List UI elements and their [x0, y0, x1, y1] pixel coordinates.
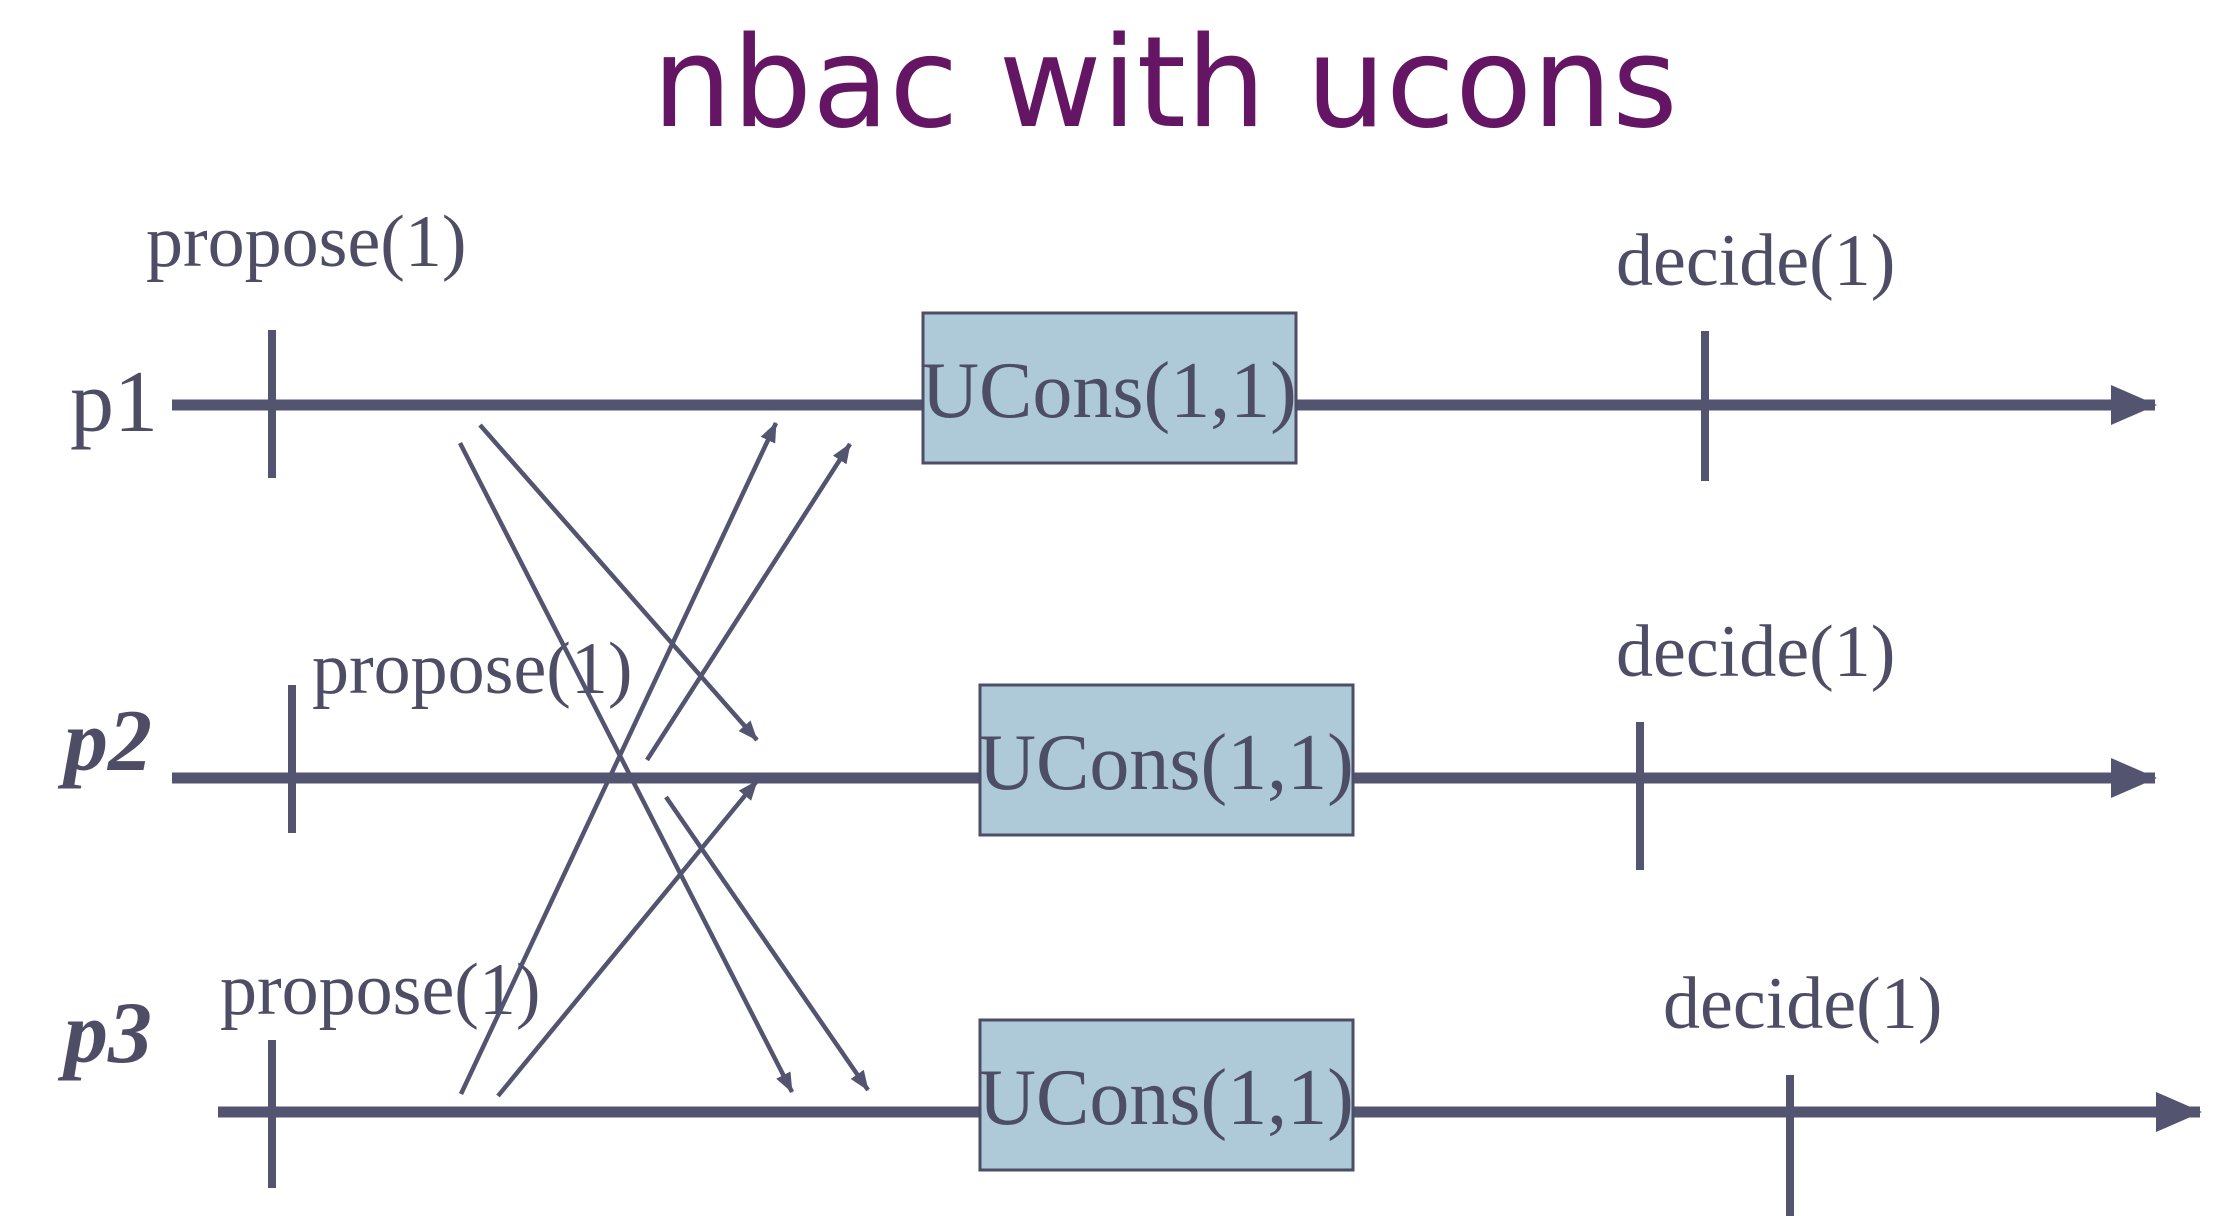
- propose-label-p3: propose(1): [220, 949, 541, 1031]
- process-p1: p1 propose(1) UCons(1,1) decide(1): [70, 201, 2157, 481]
- msg-p2-to-p3: [664, 795, 870, 1092]
- process-p2: p2 propose(1) UCons(1,1) decide(1): [57, 611, 2157, 870]
- ucons-box-p2: [978, 683, 1355, 837]
- process-label-p2: p2: [57, 693, 152, 790]
- ucons-label-p3: UCons(1,1): [978, 1054, 1354, 1142]
- process-label-p3: p3: [57, 985, 152, 1082]
- page-title: nbac with ucons: [652, 9, 1677, 156]
- msg-p2-to-p1: [645, 442, 852, 762]
- decide-label-p1: decide(1): [1616, 220, 1895, 302]
- propose-label-p1: propose(1): [146, 201, 467, 283]
- msg-p3-to-p1: [458, 422, 779, 1095]
- ucons-label-p2: UCons(1,1): [978, 719, 1354, 807]
- msg-p3-to-p2: [496, 779, 759, 1098]
- message-arrows: [457, 422, 870, 1098]
- msg-p1-to-p3: [457, 441, 795, 1094]
- ucons-box-p3: [978, 1018, 1355, 1172]
- process-label-p1: p1: [70, 354, 158, 451]
- msg-p1-to-p2: [478, 423, 759, 742]
- process-p3: p3 propose(1) UCons(1,1) decide(1): [57, 949, 2202, 1216]
- decide-label-p2: decide(1): [1616, 611, 1895, 693]
- propose-label-p2: propose(1): [312, 628, 633, 710]
- ucons-box-p1: [921, 311, 1298, 465]
- decide-label-p3: decide(1): [1663, 963, 1942, 1045]
- ucons-label-p1: UCons(1,1): [921, 347, 1297, 435]
